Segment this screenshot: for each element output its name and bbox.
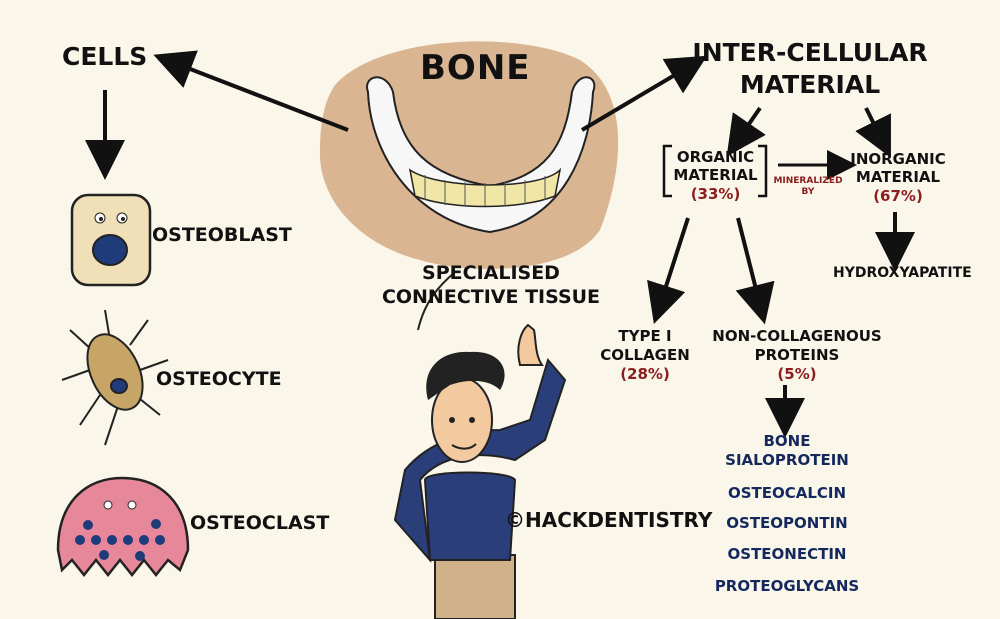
osteoclast-cell bbox=[56, 476, 190, 578]
osteoclast-label: OSTEOCLAST bbox=[190, 512, 330, 534]
noncollagenous-line-2: PROTEINS bbox=[754, 346, 840, 364]
bracket-right bbox=[758, 144, 768, 198]
arrow-bone-to-cells bbox=[153, 50, 349, 132]
arrow-to-inorganic bbox=[855, 107, 891, 158]
noncollagenous-percent: (5%) bbox=[777, 365, 817, 383]
osteoblast-cell bbox=[70, 193, 152, 287]
arrow-to-organic bbox=[726, 106, 766, 157]
bone-illustration bbox=[319, 41, 619, 269]
mineralized-line-1: MINERALIZED bbox=[773, 176, 843, 186]
arrow-to-collagen bbox=[647, 217, 690, 325]
presenter-figure bbox=[393, 271, 567, 619]
speech-line bbox=[417, 271, 456, 331]
mineralized-line-2: BY bbox=[801, 187, 815, 197]
inorganic-line-1: INORGANIC bbox=[850, 150, 946, 168]
intercellular-heading-2: MATERIAL bbox=[739, 70, 881, 99]
protein-osteocalcin: OSTEOCALCIN bbox=[727, 484, 847, 502]
osteocyte-cell bbox=[61, 309, 169, 446]
protein-osteopontin: OSTEOPONTIN bbox=[726, 514, 848, 532]
caption-line-1: SPECIALISED bbox=[422, 262, 560, 284]
osteoblast-label: OSTEOBLAST bbox=[152, 224, 292, 246]
organic-line-2: MATERIAL bbox=[673, 166, 758, 184]
organic-line-1: ORGANIC bbox=[676, 148, 755, 166]
noncollagenous-line-1: NON-COLLAGENOUS bbox=[712, 327, 882, 345]
collagen-percent: (28%) bbox=[620, 365, 670, 383]
protein-proteoglycans: PROTEOGLYCANS bbox=[714, 577, 860, 595]
bracket-left bbox=[662, 144, 672, 198]
collagen-line-1: TYPE I bbox=[618, 327, 672, 345]
inorganic-percent: (67%) bbox=[873, 187, 923, 205]
protein-osteonectin: OSTEONECTIN bbox=[727, 545, 847, 563]
arrow-bone-to-intercellular bbox=[580, 55, 708, 132]
collagen-line-2: COLLAGEN bbox=[600, 346, 690, 364]
organic-percent: (33%) bbox=[690, 185, 741, 203]
bone-title: BONE bbox=[420, 48, 531, 88]
arrow-to-noncollagenous bbox=[735, 217, 775, 325]
credit-text: ©HACKDENTISTRY bbox=[505, 508, 713, 532]
protein-sialoprotein: SIALOPROTEIN bbox=[725, 451, 849, 469]
protein-bone: BONE bbox=[763, 432, 811, 450]
arrows bbox=[85, 50, 915, 438]
intercellular-heading-1: INTER-CELLULAR bbox=[692, 38, 928, 67]
caption-line-2: CONNECTIVE TISSUE bbox=[381, 286, 601, 308]
osteocyte-label: OSTEOCYTE bbox=[156, 368, 282, 390]
hydroxyapatite-label: HYDROXYAPATITE bbox=[833, 265, 972, 281]
cells-heading: CELLS bbox=[62, 42, 148, 71]
inorganic-line-2: MATERIAL bbox=[855, 168, 941, 186]
